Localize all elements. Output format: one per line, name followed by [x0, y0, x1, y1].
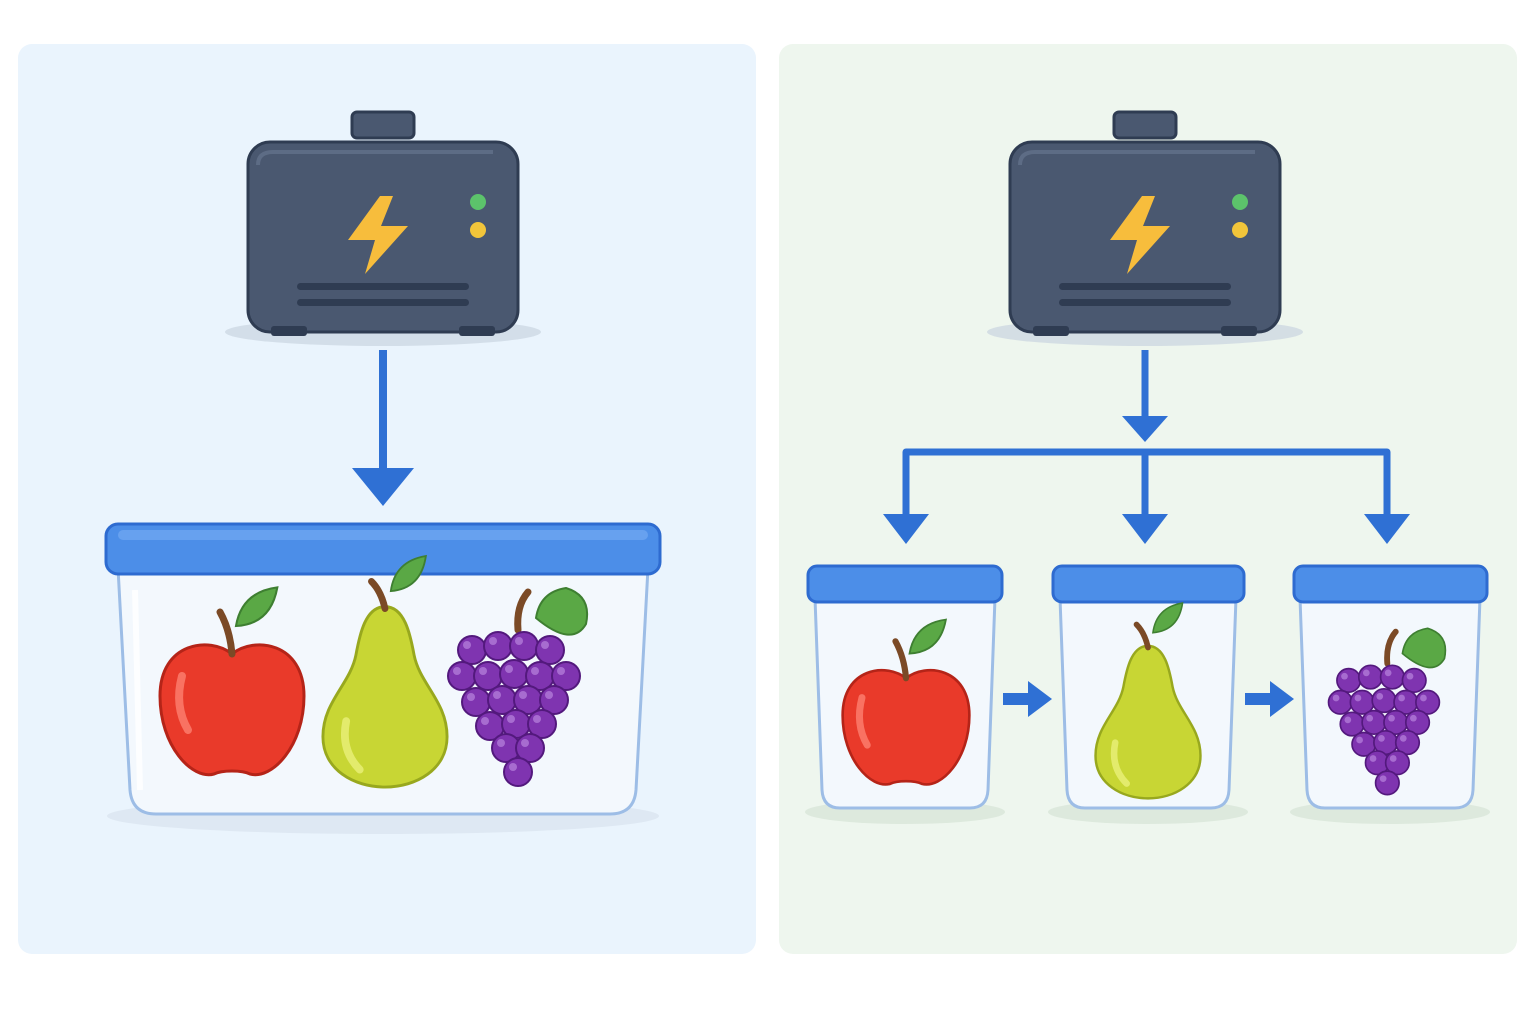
- power-unit-icon: [987, 110, 1303, 346]
- lightning-bolt-icon: [348, 196, 408, 274]
- grapes-icon: [1327, 627, 1447, 796]
- power-unit-icon: [225, 110, 541, 346]
- grapes-icon: [447, 586, 588, 787]
- arrow-distribution-tree: [883, 350, 1410, 544]
- apple-icon: [841, 618, 971, 786]
- flow-arrow-1: [1003, 681, 1052, 717]
- flow-arrow-2: [1245, 681, 1294, 717]
- pear-icon: [1094, 602, 1202, 800]
- apple-icon: [158, 586, 306, 777]
- arrow-down-left: [352, 350, 414, 506]
- lightning-bolt-icon: [1110, 196, 1170, 274]
- pear-icon: [321, 554, 449, 789]
